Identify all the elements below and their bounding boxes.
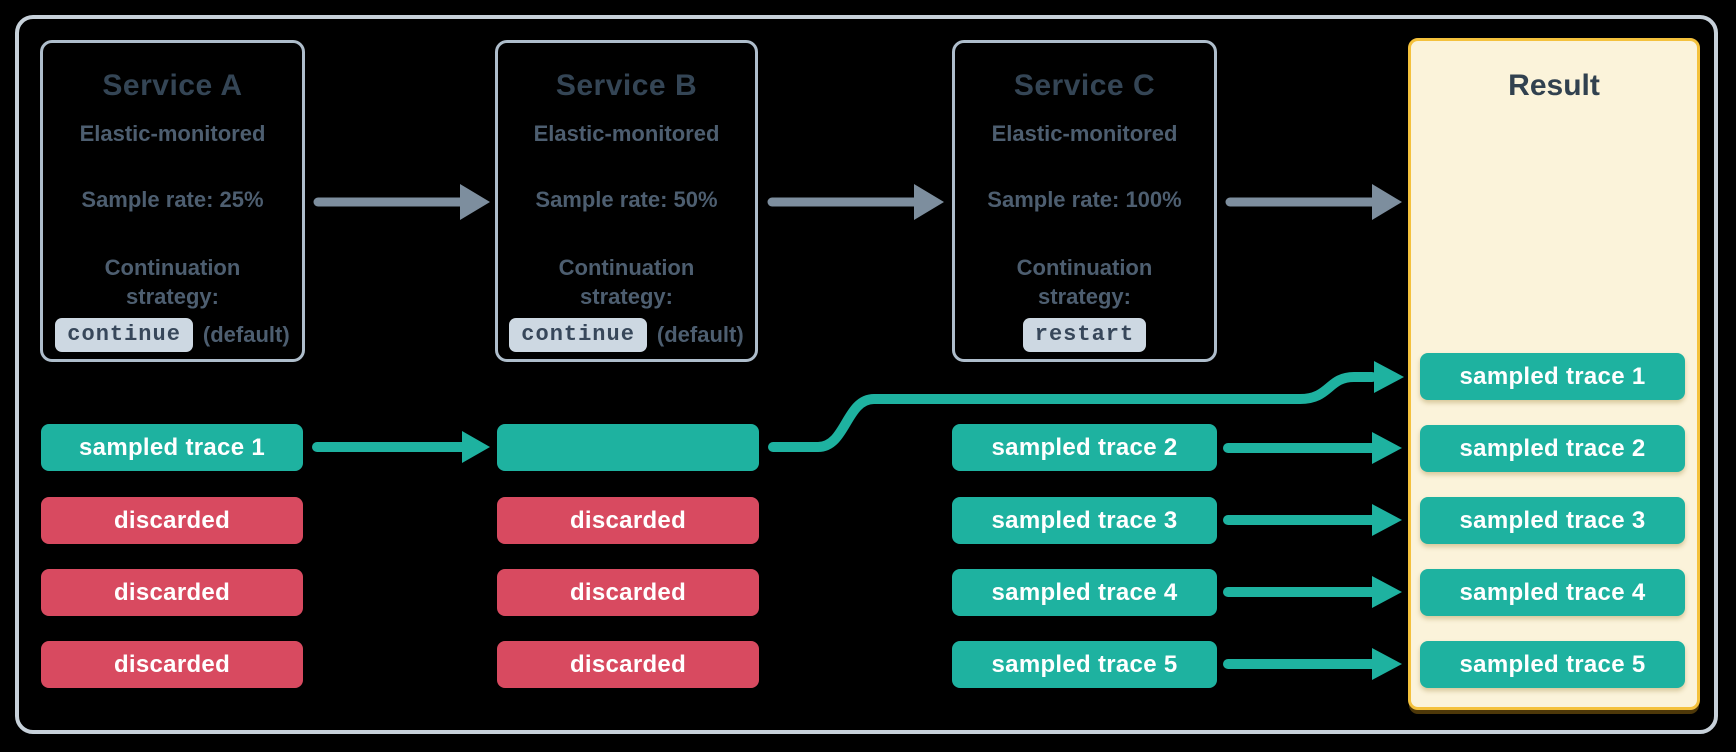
service-a-box: Service A Elastic-monitored Sample rate:… [40, 40, 305, 362]
service-c-sample-rate-label: Sample rate: 100% [987, 187, 1182, 212]
service-c-strategy-row: restart [1022, 318, 1147, 352]
service-a-trace-discarded-3: discarded [41, 641, 303, 688]
service-a-monitoring-label: Elastic-monitored [79, 121, 266, 146]
service-c-monitoring-label: Elastic-monitored [991, 121, 1178, 146]
result-pill-sampled-trace-5: sampled trace 5 [1420, 641, 1685, 688]
service-b-title: Service B [555, 69, 698, 102]
service-b-sample-rate-label: Sample rate: 50% [535, 187, 718, 212]
service-b-strategy-row: continue (default) [509, 318, 744, 352]
service-b-trace-discarded-1: discarded [497, 497, 759, 544]
service-b-trace-discarded-3: discarded [497, 641, 759, 688]
service-c-title: Service C [1013, 69, 1156, 102]
service-b-monitoring-label: Elastic-monitored [533, 121, 720, 146]
service-a-strategy-default-note: (default) [202, 322, 290, 347]
service-a-title: Service A [102, 69, 243, 102]
diagram-frame [15, 15, 1718, 734]
result-panel: Result sampled trace 1 sampled trace 2 s… [1408, 38, 1700, 710]
service-c-continuation-label: Continuation strategy: [1016, 255, 1153, 309]
service-c-trace-sampled-4: sampled trace 4 [952, 569, 1217, 616]
result-title: Result [1508, 69, 1600, 102]
service-c-trace-sampled-3: sampled trace 3 [952, 497, 1217, 544]
result-pill-sampled-trace-1: sampled trace 1 [1420, 353, 1685, 400]
service-c-strategy-code-chip: restart [1022, 318, 1147, 352]
service-a-strategy-row: continue (default) [55, 318, 290, 352]
service-a-trace-sampled-1: sampled trace 1 [41, 424, 303, 471]
service-a-sample-rate-label: Sample rate: 25% [81, 187, 264, 212]
service-b-trace-discarded-2: discarded [497, 569, 759, 616]
service-b-box: Service B Elastic-monitored Sample rate:… [495, 40, 758, 362]
service-a-trace-discarded-2: discarded [41, 569, 303, 616]
result-pill-sampled-trace-2: sampled trace 2 [1420, 425, 1685, 472]
result-pill-sampled-trace-4: sampled trace 4 [1420, 569, 1685, 616]
service-c-box: Service C Elastic-monitored Sample rate:… [952, 40, 1217, 362]
service-c-trace-sampled-2: sampled trace 2 [952, 424, 1217, 471]
service-b-strategy-code-chip: continue [509, 318, 647, 352]
service-a-continuation-label: Continuation strategy: [104, 255, 241, 309]
service-b-continuation-label: Continuation strategy: [558, 255, 695, 309]
service-c-trace-sampled-5: sampled trace 5 [952, 641, 1217, 688]
service-a-strategy-code-chip: continue [55, 318, 193, 352]
service-b-strategy-default-note: (default) [656, 322, 744, 347]
service-b-trace-sampled-unlabeled [497, 424, 759, 471]
service-a-trace-discarded-1: discarded [41, 497, 303, 544]
result-pill-sampled-trace-3: sampled trace 3 [1420, 497, 1685, 544]
